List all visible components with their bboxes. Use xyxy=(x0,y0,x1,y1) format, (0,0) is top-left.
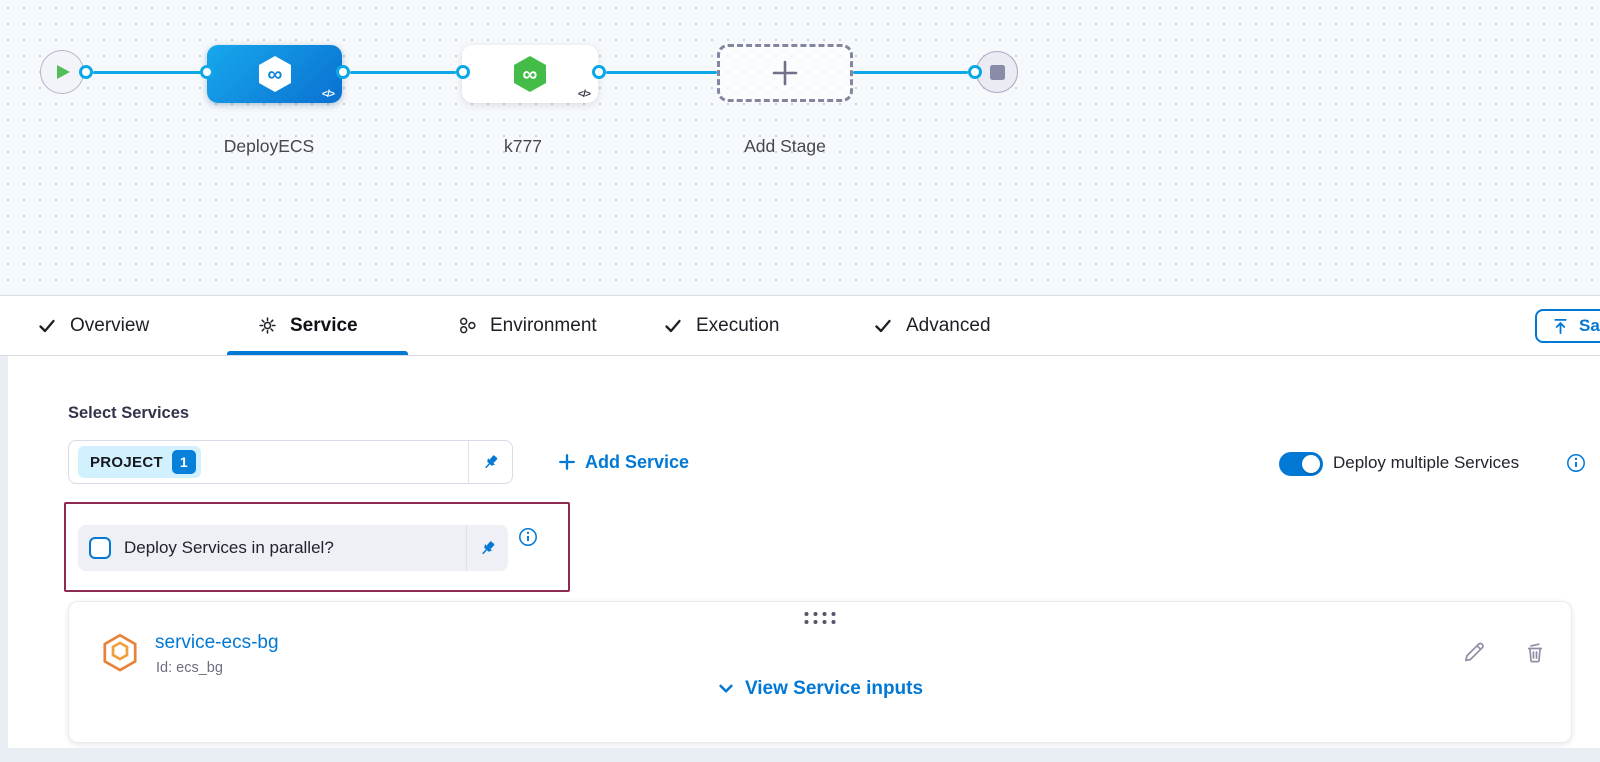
stage-config-tabbar: Overview Service Environment Execution A… xyxy=(0,296,1600,356)
stage-node-k777[interactable]: ∞ </> xyxy=(462,45,598,103)
harness-hexagon-icon: ∞ xyxy=(514,56,546,92)
drag-handle[interactable] xyxy=(804,612,836,624)
check-icon xyxy=(665,319,681,332)
add-service-label: Add Service xyxy=(585,451,690,472)
service-id-text: Id: ecs_bg xyxy=(156,660,223,676)
connector-dot xyxy=(336,65,350,79)
deploy-parallel-info-icon[interactable] xyxy=(518,527,538,547)
annotation-highlight-box xyxy=(64,502,570,592)
select-services-label: Select Services xyxy=(68,404,190,422)
deploy-parallel-label: Deploy Services in parallel? xyxy=(124,538,334,557)
services-multiselect-input[interactable]: PROJECT 1 xyxy=(68,440,513,484)
check-icon xyxy=(39,319,55,332)
stage-node-deployecs[interactable]: ∞ </> xyxy=(207,45,342,103)
connector-line xyxy=(350,70,456,74)
deploy-multiple-services-label: Deploy multiple Services xyxy=(1333,453,1520,472)
plus-icon xyxy=(559,454,575,470)
edit-service-button[interactable] xyxy=(1461,639,1487,665)
trash-icon xyxy=(1527,643,1543,663)
pencil-icon xyxy=(1465,642,1484,662)
tab-execution[interactable]: Execution xyxy=(663,296,779,355)
tab-overview[interactable]: Overview xyxy=(37,296,149,355)
harness-hexagon-icon: ∞ xyxy=(258,56,291,92)
play-icon xyxy=(57,65,70,79)
service-tab-panel: Select Services PROJECT 1 Add Service De… xyxy=(0,356,1600,762)
save-button[interactable]: Save xyxy=(1535,309,1600,343)
tab-advanced[interactable]: Advanced xyxy=(873,296,991,355)
connector-line xyxy=(93,70,207,74)
view-service-inputs-label: View Service inputs xyxy=(744,678,924,699)
stage-label-add-stage: Add Stage xyxy=(744,136,826,156)
tab-label: Overview xyxy=(70,314,150,336)
tab-label: Advanced xyxy=(906,314,991,336)
chip-label: PROJECT xyxy=(90,453,163,471)
active-tab-underline xyxy=(227,351,408,355)
connector-line xyxy=(606,70,717,74)
pin-input-type-button[interactable] xyxy=(466,525,508,571)
tab-label: Execution xyxy=(696,314,780,336)
connector-dot xyxy=(456,65,470,79)
service-hexagon-icon xyxy=(103,633,137,672)
pipeline-start-node xyxy=(40,50,84,94)
deploy-multiple-services-toggle[interactable] xyxy=(1279,452,1323,476)
add-service-button[interactable]: Add Service xyxy=(558,449,689,475)
stage-label-k777: k777 xyxy=(504,136,542,156)
stop-icon xyxy=(989,64,1005,80)
view-service-inputs-button[interactable]: View Service inputs xyxy=(69,678,1571,700)
service-name-link[interactable]: service-ecs-bg xyxy=(155,632,279,653)
svg-text:∞: ∞ xyxy=(267,63,282,86)
pin-input-type-button[interactable] xyxy=(468,441,512,483)
svg-text:∞: ∞ xyxy=(523,63,538,86)
add-stage-button[interactable] xyxy=(717,44,853,102)
connector-dot xyxy=(592,65,606,79)
deploy-parallel-checkbox[interactable] xyxy=(89,537,111,559)
pin-icon xyxy=(485,454,498,468)
pipeline-end-node xyxy=(976,51,1018,93)
panel-bottom-gutter xyxy=(0,748,1600,762)
check-icon xyxy=(875,319,891,332)
toggle-knob xyxy=(1302,455,1320,473)
tab-environment[interactable]: Environment xyxy=(458,296,597,355)
yaml-code-badge: </> xyxy=(321,88,335,100)
gear-icon xyxy=(259,317,276,334)
tab-service[interactable]: Service xyxy=(258,296,358,355)
tab-label: Service xyxy=(290,314,358,336)
connector-dot xyxy=(968,65,982,79)
deploy-parallel-field: Deploy Services in parallel? xyxy=(78,525,508,571)
upload-icon xyxy=(1554,318,1567,334)
save-button-label: Save xyxy=(1579,316,1600,335)
yaml-code-badge: </> xyxy=(577,88,591,100)
project-scope-chip[interactable]: PROJECT 1 xyxy=(78,446,201,478)
chip-count-badge: 1 xyxy=(171,450,196,474)
stage-label-deployecs: DeployECS xyxy=(223,136,315,156)
pipeline-canvas: ∞ </> ∞ </> DeployECS k777 Add Stage xyxy=(0,0,1600,296)
environments-icon xyxy=(459,317,476,334)
connector-dot xyxy=(200,65,214,79)
panel-left-gutter xyxy=(0,356,8,762)
plus-icon xyxy=(772,60,798,86)
delete-service-button[interactable] xyxy=(1522,639,1548,665)
connector-dot xyxy=(79,65,93,79)
deploy-multiple-info-icon[interactable] xyxy=(1566,453,1586,473)
pin-icon xyxy=(482,540,495,554)
chevron-down-icon xyxy=(719,684,733,693)
tab-label: Environment xyxy=(490,314,597,336)
selected-services-chips: PROJECT 1 xyxy=(69,441,468,483)
connector-line xyxy=(853,70,968,74)
service-card: service-ecs-bg Id: ecs_bg View Service i… xyxy=(68,601,1572,743)
